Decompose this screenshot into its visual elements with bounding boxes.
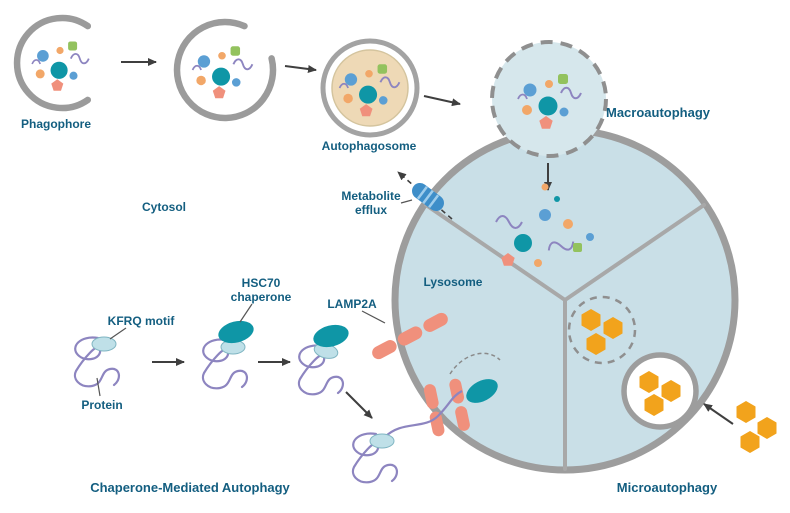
- label-metabolite-line2: efflux: [354, 203, 387, 217]
- label-protein: Protein: [81, 398, 123, 412]
- kfrq-motif-icon: [369, 433, 395, 449]
- label-macroautophagy: Macroautophagy: [605, 105, 711, 120]
- label-lamp2a: LAMP2A: [327, 297, 377, 311]
- arrow-cma-3: [345, 391, 373, 419]
- arrow-stage-2: [284, 65, 317, 73]
- cargo-cluster-icon: [191, 45, 254, 100]
- hexagon-cargo-icon: [740, 431, 760, 453]
- arrow-stage-3: [423, 95, 461, 107]
- external-hexagon-cargo: [736, 401, 777, 453]
- lamp2a-receptor-icon: [372, 312, 448, 360]
- cma-stage-docking: [297, 312, 448, 396]
- label-cma: Chaperone-Mediated Autophagy: [90, 480, 290, 495]
- lysosome-dividers: [424, 203, 706, 471]
- cma-stage-chaperone-bound: [201, 320, 254, 390]
- label-metabolite-efflux: Metabolite efflux: [341, 189, 400, 217]
- kfrq-pointer-line: [109, 327, 127, 340]
- label-hsc70-line1: HSC70: [241, 276, 281, 290]
- lamp2a-pointer-line: [361, 310, 386, 324]
- degraded-cargo: [495, 183, 594, 267]
- autophagosome-vesicle: [320, 38, 420, 138]
- hsc70-pointer-line: [239, 303, 253, 323]
- efflux-arrow: [397, 171, 453, 220]
- label-lysosome: Lysosome: [423, 275, 483, 289]
- expanding-phagophore: [173, 18, 277, 122]
- kfrq-motif-icon: [91, 336, 117, 352]
- metabolite-pointer-line: [400, 199, 413, 204]
- cargo-cluster-icon: [31, 40, 90, 92]
- micro-cargo-dashed-circle: [567, 295, 637, 365]
- hsc70-chaperone-icon: [313, 324, 349, 348]
- label-autophagosome: Autophagosome: [321, 139, 417, 153]
- metabolite-transporter-icon: [412, 182, 444, 212]
- cma-stage-translocation: [351, 352, 501, 484]
- arrow-microautophagy: [703, 403, 734, 425]
- protein-pointer-line: [96, 377, 101, 397]
- label-kfrq-motif: KFRQ motif: [107, 314, 175, 328]
- hsc70-chaperone-icon: [218, 320, 254, 344]
- hexagon-cargo-icon: [736, 401, 756, 423]
- hexagon-cargo-icon: [757, 417, 777, 439]
- label-microautophagy: Microautophagy: [616, 480, 718, 495]
- label-metabolite-line1: Metabolite: [341, 189, 401, 203]
- translocating-strand-icon: [384, 390, 463, 438]
- fusing-vesicle: [490, 40, 608, 158]
- label-cytosol: Cytosol: [141, 200, 187, 214]
- label-hsc70-chaperone: HSC70 chaperone: [231, 276, 292, 304]
- label-phagophore: Phagophore: [20, 117, 92, 131]
- label-hsc70-line2: chaperone: [230, 290, 292, 304]
- hsc70-lumenal-icon: [466, 379, 498, 403]
- cma-stage-protein: [73, 336, 121, 388]
- micro-invagination: [621, 352, 699, 430]
- phagophore-cup: [13, 14, 92, 112]
